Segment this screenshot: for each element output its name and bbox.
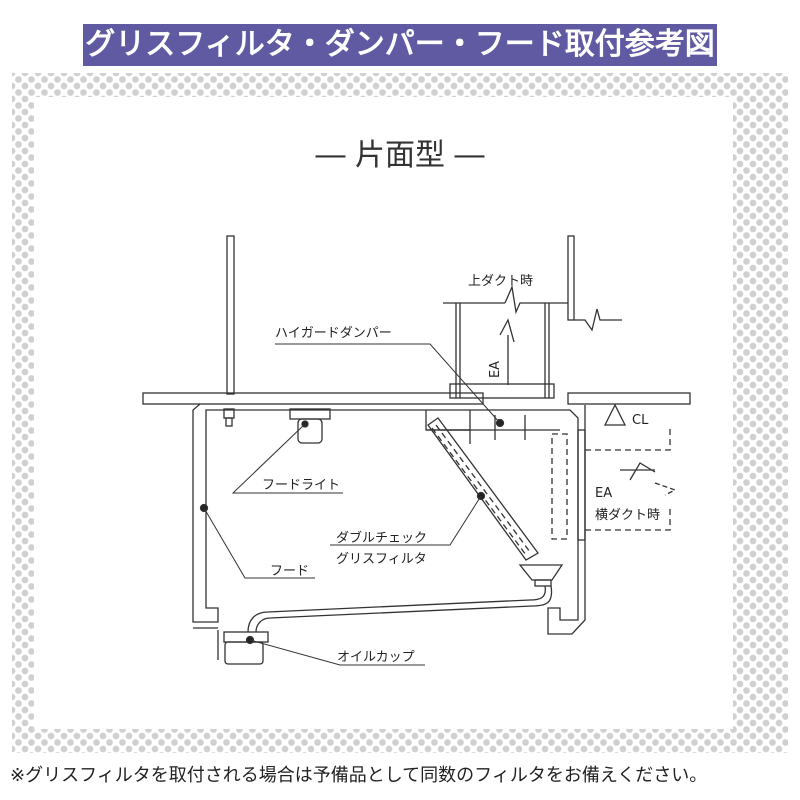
label-oil-cup: オイルカップ (337, 650, 415, 665)
diagram-title: ― 片面型 ― (315, 138, 485, 173)
label-grease-filter: グリスフィルタ (336, 552, 427, 567)
page-title: グリスフィルタ・ダンパー・フード取付参考図 (83, 24, 717, 66)
label-upper-duct: 上ダクト時 (468, 274, 534, 289)
label-side-duct: 横ダクト時 (595, 508, 661, 523)
wall-post-left (226, 235, 235, 395)
label-hood-light: フードライト (262, 478, 341, 493)
label-high-guard-damper: ハイガードダンパー (275, 326, 392, 341)
label-hood: フード (270, 564, 310, 579)
diagram-panel (34, 97, 733, 729)
footer-note: ※グリスフィルタを取付される場合は予備品として同数のフィルタをお備えください。 (10, 765, 708, 786)
label-ea-side: EA (595, 486, 613, 501)
wall-post-right (567, 235, 575, 321)
label-double-check: ダブルチェック (336, 531, 428, 546)
label-ea-vertical: EA (488, 360, 504, 379)
label-cl: CL (632, 413, 649, 428)
